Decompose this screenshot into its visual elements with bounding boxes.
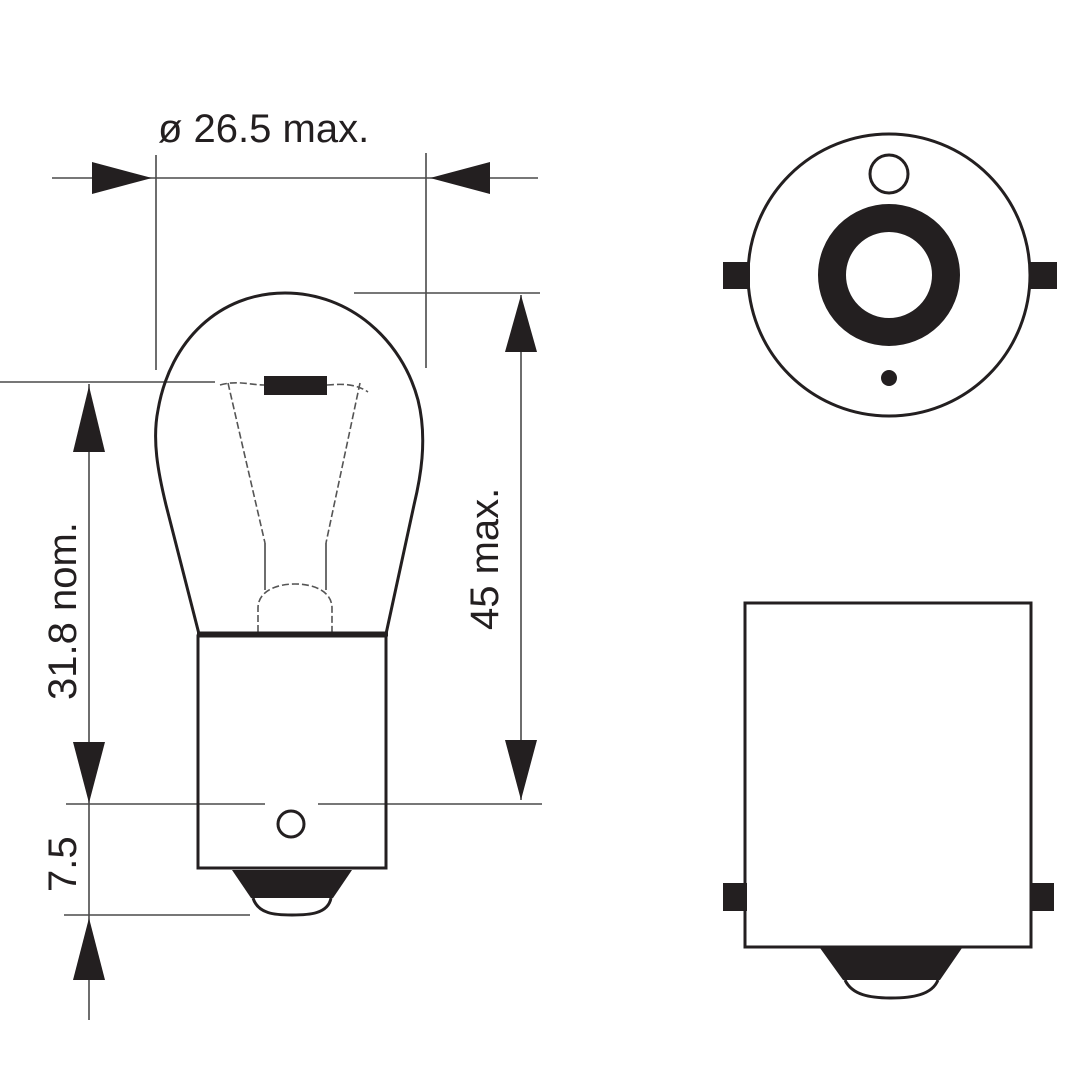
- base-side-view: [723, 601, 1054, 1000]
- base-offset-label: 7.5: [41, 836, 85, 892]
- base-cylinder: [743, 601, 1033, 949]
- overall-length-dimension: 45 max.: [354, 292, 542, 805]
- filament: [264, 376, 327, 395]
- arrow-up-icon: [505, 295, 537, 352]
- bayonet-pin-left: [723, 262, 750, 289]
- arrow-right-icon: [92, 162, 152, 194]
- light-center-label: 31.8 nom.: [41, 522, 85, 700]
- base-contact: [820, 948, 962, 980]
- bayonet-pin-right: [1030, 883, 1054, 911]
- filament-support: [257, 583, 333, 632]
- arrow-up-icon: [73, 918, 105, 980]
- overall-length-label: 45 max.: [463, 488, 507, 630]
- base-cylinder: [196, 634, 388, 870]
- arrow-down-icon: [73, 742, 105, 803]
- arrow-left-icon: [430, 162, 490, 194]
- bulb-bottom-view: [723, 132, 1057, 418]
- light-center-dimension: 31.8 nom.: [0, 381, 215, 1020]
- diameter-label: ø 26.5 max.: [158, 107, 369, 151]
- bayonet-pin-left: [723, 883, 747, 911]
- top-marker-circle: [868, 153, 910, 195]
- bayonet-pin-marker: [276, 809, 306, 839]
- bottom-marker-dot: [881, 370, 897, 386]
- glass-envelope: [154, 291, 425, 635]
- bayonet-pin-right: [1030, 262, 1057, 289]
- center-contact-ring: [818, 204, 960, 346]
- arrow-down-icon: [505, 740, 537, 800]
- base-offset-dimension: 7.5: [41, 803, 388, 980]
- diameter-dimension: ø 26.5 max.: [52, 107, 538, 370]
- arrow-up-icon: [73, 386, 105, 452]
- base-contact: [232, 870, 352, 898]
- bulb-side-view: [154, 291, 425, 917]
